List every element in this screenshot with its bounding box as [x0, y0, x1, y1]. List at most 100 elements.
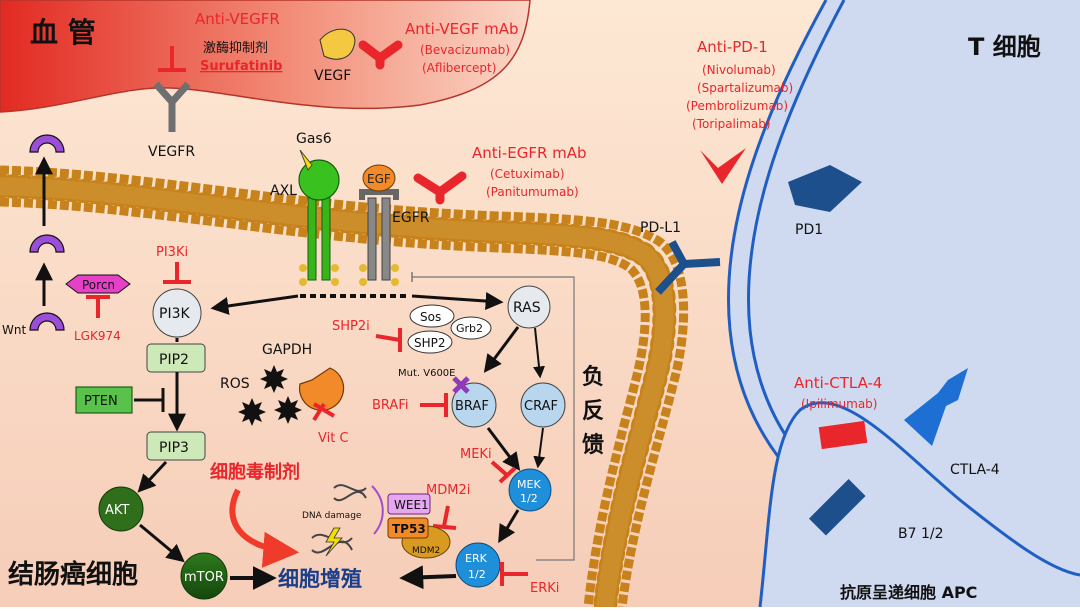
brafi-label: BRAFi — [372, 398, 408, 413]
proliferation-label: 细胞增殖 — [278, 567, 362, 591]
pdl1-receptor-icon — [655, 240, 721, 295]
ros-star-icons — [238, 365, 302, 426]
pi3k-label: PI3K — [159, 306, 190, 322]
ctla4-label: CTLA-4 — [950, 462, 1000, 478]
ras-node — [507, 285, 551, 329]
surufatinib-label: Surufatinib — [200, 59, 282, 74]
ras-to-braf-arrow — [483, 326, 520, 373]
braf-to-mek-arrow — [486, 427, 521, 471]
porcn-label: Porcn — [82, 278, 115, 292]
mutation-label: Mut. V600E — [398, 368, 456, 379]
mdm2i-inhibitor-icon — [432, 505, 457, 530]
cytotoxic-arrow — [229, 488, 300, 568]
sos-label: Sos — [420, 310, 441, 324]
tp53-box — [387, 517, 429, 539]
pi3ki-inhibitor-icon — [163, 262, 191, 284]
pi3ki-label: PI3Ki — [156, 245, 188, 260]
akt-to-mtor-arrow — [139, 523, 185, 563]
craf-label: CRAF — [524, 399, 558, 414]
mek-to-erk-arrow — [498, 509, 520, 544]
feedback-char-1: 负 — [582, 365, 604, 390]
wee1-label: WEE1 — [394, 498, 429, 512]
erk-label: ERK — [465, 552, 488, 565]
axl-receptor — [298, 149, 340, 286]
b7-label: B7 1/2 — [898, 526, 944, 542]
cell-membrane — [0, 165, 689, 611]
anti-vegf-antibody-icon — [358, 40, 403, 70]
craf-node — [520, 382, 566, 428]
ipilimumab-label: (Ipilimumab) — [801, 397, 877, 411]
egf-ligand-icon — [362, 164, 396, 192]
ros-label: ROS — [220, 376, 250, 392]
gas6-label: Gas6 — [296, 131, 332, 147]
anti-egfr-antibody-icon — [413, 171, 467, 205]
pip3-to-akt-arrow — [137, 460, 168, 493]
egf-label: EGF — [367, 172, 391, 186]
vitc-label: Vit C — [318, 431, 349, 446]
meki-label: MEKi — [460, 447, 492, 462]
ras-label: RAS — [513, 300, 541, 316]
mdm2i-label: MDM2i — [426, 483, 470, 498]
anti-ctla4-label: Anti-CTLA-4 — [794, 374, 882, 392]
vegf-label: VEGF — [314, 68, 351, 84]
vegfr-receptor-icon — [153, 81, 191, 132]
shp2i-label: SHP2i — [332, 319, 370, 334]
apc-body — [760, 402, 1080, 607]
pd1-receptor-icon — [788, 165, 862, 212]
shp2i-inhibitor-icon — [375, 328, 402, 352]
wnt-label: Wnt — [2, 323, 26, 337]
shp2-label: SHP2 — [414, 336, 446, 350]
wee1-box — [387, 493, 431, 515]
crc-label: 结肠癌细胞 — [8, 559, 138, 590]
shp2-node — [407, 330, 453, 354]
anti-ctla4-antibody-icon — [818, 420, 868, 450]
erk-to-proliferation-arrow — [399, 565, 457, 590]
pip2-label: PIP2 — [159, 352, 189, 368]
braf-label: BRAF — [455, 399, 489, 414]
grb2-label: Grb2 — [456, 322, 483, 335]
bevacizumab-label: (Bevacizumab) — [420, 43, 510, 57]
erki-label: ERKi — [530, 581, 559, 596]
pi3k-node — [152, 288, 202, 338]
pdl1-label: PD-L1 — [640, 220, 681, 236]
sos-node — [409, 304, 455, 328]
mdm2-label: MDM2 — [412, 546, 440, 556]
pip3-box — [146, 431, 206, 461]
mek-sub-label: 1/2 — [520, 492, 538, 505]
gapdh-icon — [298, 367, 345, 411]
lgk974-inhibitor-icon — [86, 295, 110, 318]
pd1-drug-2: (Pembrolizumab) — [686, 99, 788, 113]
panitumumab-label: (Panitumumab) — [486, 185, 579, 199]
cetuximab-label: (Cetuximab) — [490, 167, 565, 181]
erki-inhibitor-icon — [500, 562, 528, 586]
wnt-icon-bottom — [29, 312, 65, 331]
dna-helix-icon — [311, 484, 367, 557]
pd1-drug-0: (Nivolumab) — [702, 63, 776, 77]
feedback-char-3: 馈 — [582, 432, 604, 458]
vegfr-label: VEGFR — [148, 144, 195, 160]
frizzled-icon-top — [29, 134, 65, 153]
ras-to-craf-arrow — [533, 327, 545, 379]
anti-vegf-mab-label: Anti-VEGF mAb — [405, 20, 519, 38]
anti-pd1-antibody-icon — [700, 148, 746, 184]
porcn-box — [65, 274, 131, 294]
blood-vessel — [0, 0, 531, 113]
pip3-label: PIP3 — [159, 440, 189, 456]
pd1-label: PD1 — [795, 222, 823, 238]
egfr-receptor — [359, 189, 399, 286]
b7-ligand-icon — [808, 478, 866, 536]
akt-label: AKT — [105, 503, 129, 518]
pd1-drug-3: (Toripalimab) — [692, 117, 771, 131]
dna-damage-label: DNA damage — [302, 511, 362, 521]
lgk974-label: LGK974 — [74, 329, 121, 343]
anti-vegfr-label: Anti-VEGFR — [195, 10, 280, 28]
vitc-inhibitor-icon — [312, 402, 336, 422]
vessel-label: 血 管 — [30, 16, 96, 49]
tp53-label: TP53 — [392, 522, 426, 536]
arrow-to-pi3k — [210, 294, 299, 315]
erk-sub-label: 1/2 — [468, 568, 486, 581]
ctla4-receptor-icon — [904, 368, 968, 446]
craf-to-mek-arrow — [533, 427, 546, 469]
